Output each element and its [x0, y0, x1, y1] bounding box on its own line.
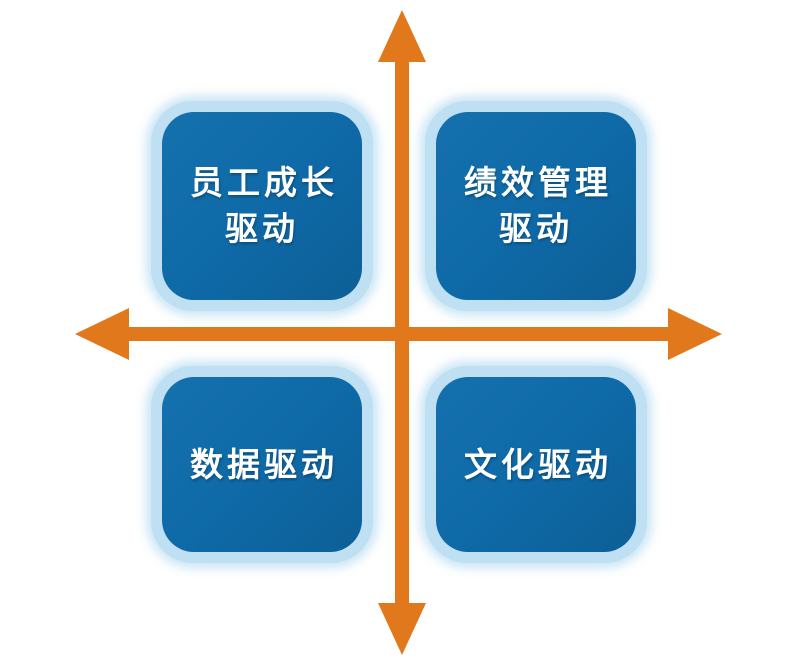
quadrant-top-right-box: 绩效管理 驱动 — [436, 112, 636, 300]
quadrant-top-left[interactable]: 员工成长 驱动 — [151, 101, 373, 311]
quadrant-bottom-left[interactable]: 数据驱动 — [151, 366, 373, 563]
quadrant-bottom-left-label: 数据驱动 — [190, 445, 338, 483]
arrow-right-icon — [668, 308, 722, 360]
horizontal-axis-line — [122, 327, 674, 341]
quadrant-bottom-right-box: 文化驱动 — [436, 377, 636, 552]
quadrant-top-left-label: 员工成长 驱动 — [190, 164, 338, 247]
quadrant-top-left-box: 员工成长 驱动 — [162, 112, 362, 300]
quadrant-bottom-right-label: 文化驱动 — [464, 445, 612, 483]
quadrant-bottom-right[interactable]: 文化驱动 — [425, 366, 647, 563]
quadrant-bottom-left-box: 数据驱动 — [162, 377, 362, 552]
arrow-down-icon — [378, 603, 426, 655]
arrow-up-icon — [378, 10, 426, 62]
quadrant-top-right-label: 绩效管理 驱动 — [464, 164, 612, 247]
quadrant-top-right[interactable]: 绩效管理 驱动 — [425, 101, 647, 311]
arrow-left-icon — [75, 308, 129, 360]
